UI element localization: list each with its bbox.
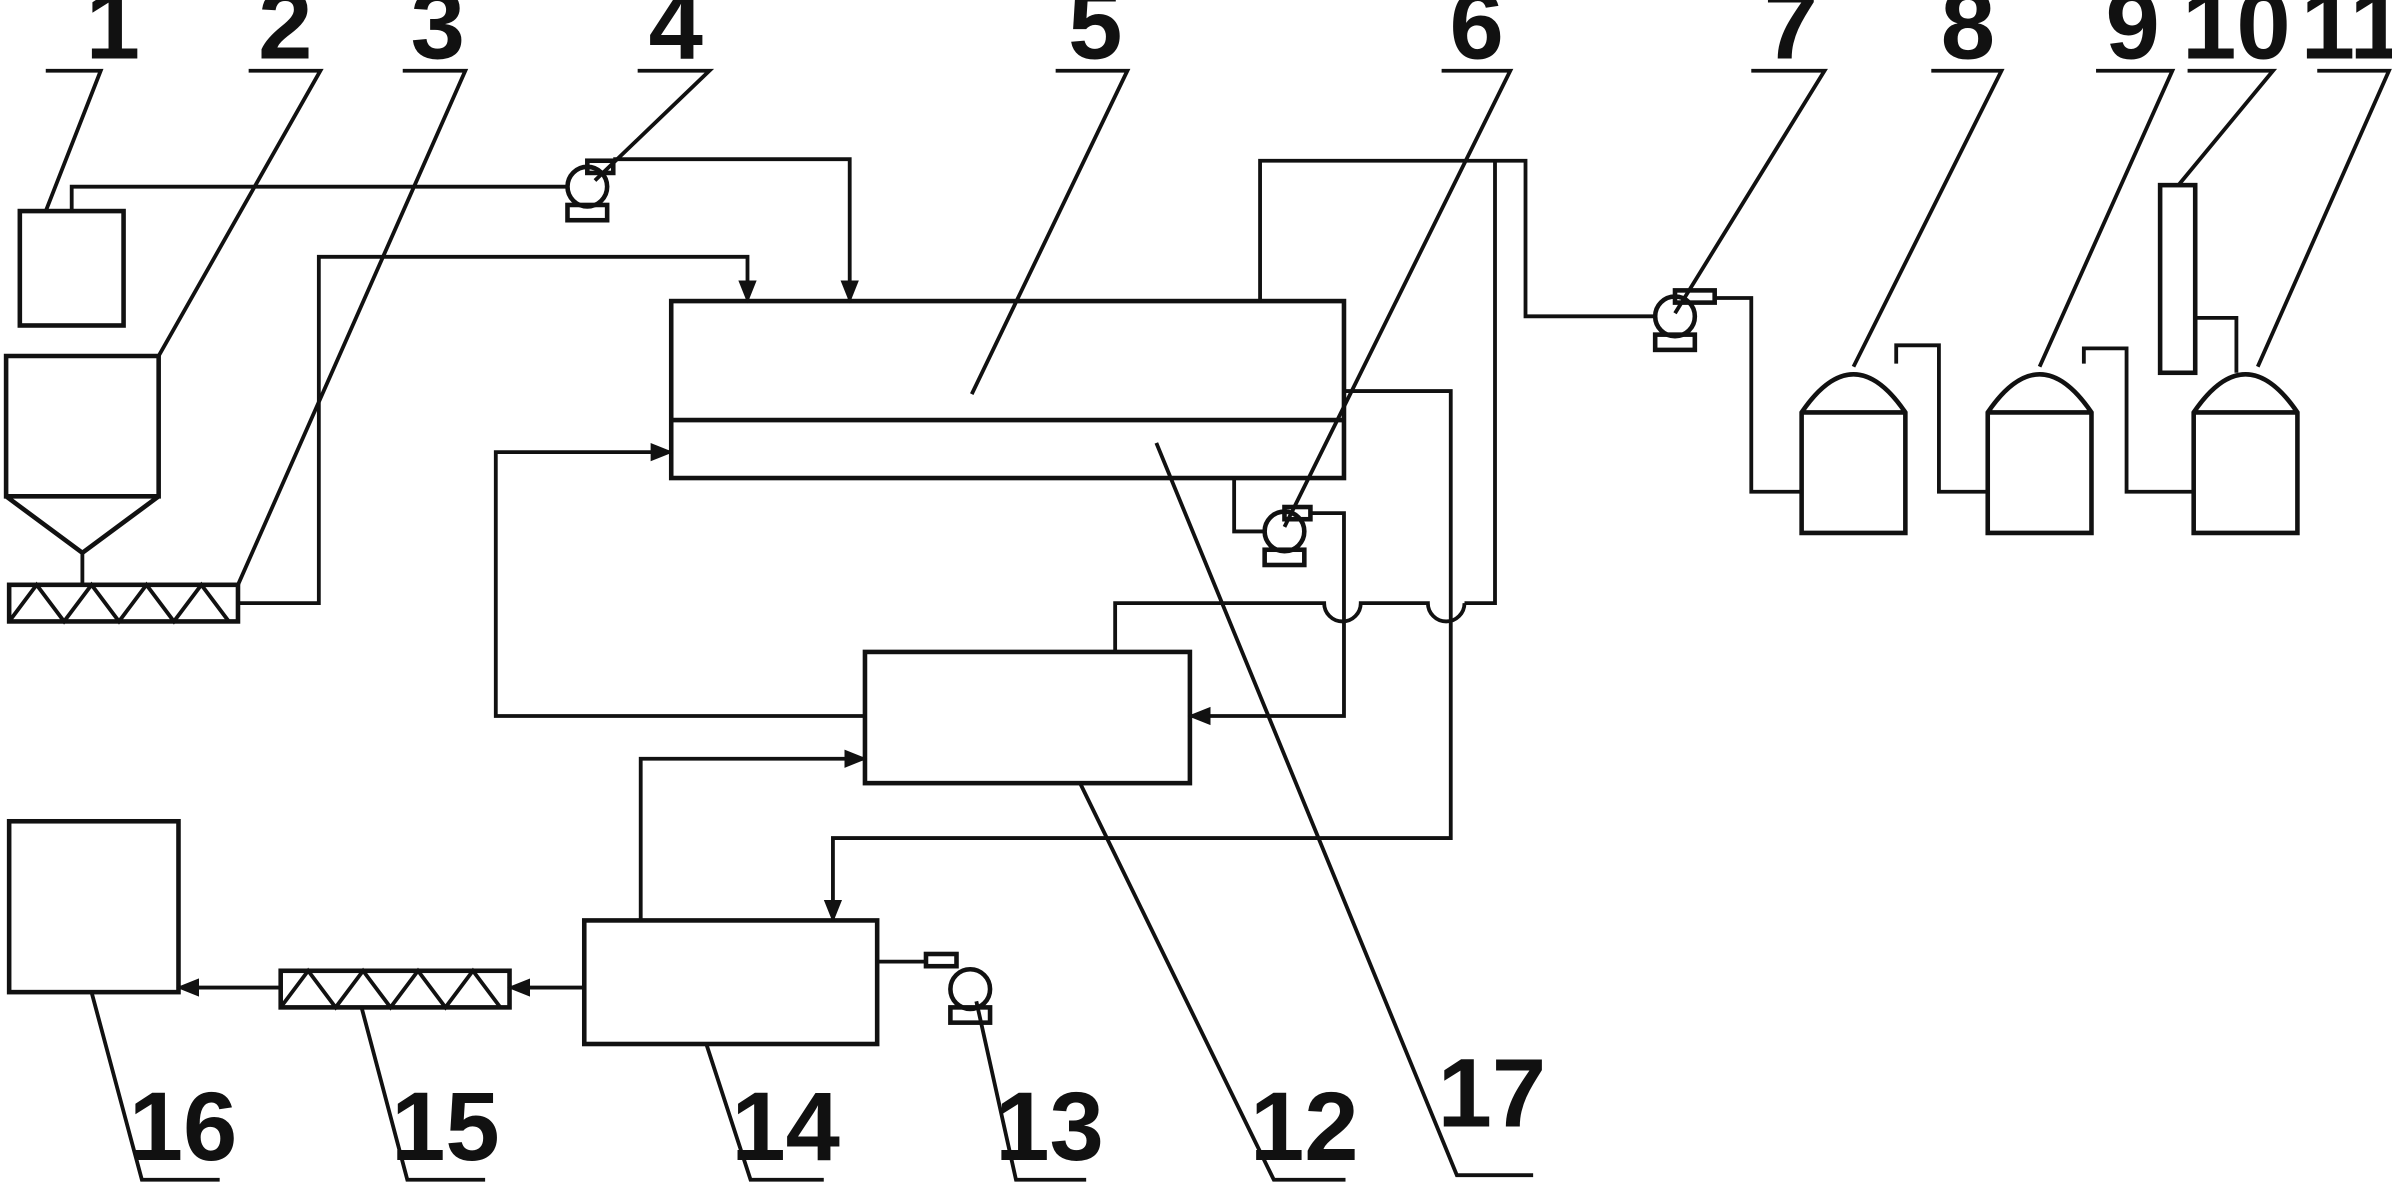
leader-lines	[43, 68, 2392, 1182]
label-13: 13	[995, 1072, 1104, 1181]
label-3: 3	[411, 0, 465, 80]
label-8: 8	[1941, 0, 1995, 80]
label-4: 4	[649, 0, 703, 80]
equipment-8-tank	[1799, 372, 1908, 536]
equipment-1-tank	[17, 208, 126, 328]
equipment-6-pump	[1262, 504, 1313, 568]
equipment-5-17-reactor	[668, 298, 1347, 481]
equipment-16-storage	[6, 818, 181, 995]
equipment-14-vessel	[581, 918, 880, 1047]
label-16: 16	[129, 1072, 238, 1181]
number-labels: 1 2 3 4 5 6 7 8 9 10 11 12 17 13 14 15 1…	[86, 0, 2392, 1181]
equipment-2-hopper	[3, 353, 161, 556]
label-15: 15	[391, 1072, 500, 1181]
label-9: 9	[2106, 0, 2160, 80]
label-11: 11	[2301, 0, 2392, 80]
equipment-9-tank	[1985, 372, 2094, 536]
label-7: 7	[1764, 0, 1818, 80]
label-6: 6	[1450, 0, 1504, 80]
label-17: 17	[1438, 1038, 1547, 1147]
label-2: 2	[258, 0, 312, 80]
equipment-11-tank	[2191, 372, 2300, 536]
equipment-12-vessel	[862, 649, 1193, 786]
label-1: 1	[86, 0, 140, 80]
label-10: 10	[2182, 0, 2291, 80]
equipment-3-screw-conveyor	[6, 581, 241, 625]
pipe-network	[69, 157, 2239, 997]
equipment-15-screw-conveyor	[278, 967, 512, 1011]
equipment-10-column	[2157, 182, 2198, 376]
label-5: 5	[1068, 0, 1122, 80]
equipment-13-pump	[923, 951, 993, 1025]
label-12: 12	[1250, 1072, 1359, 1181]
label-14: 14	[731, 1072, 840, 1181]
